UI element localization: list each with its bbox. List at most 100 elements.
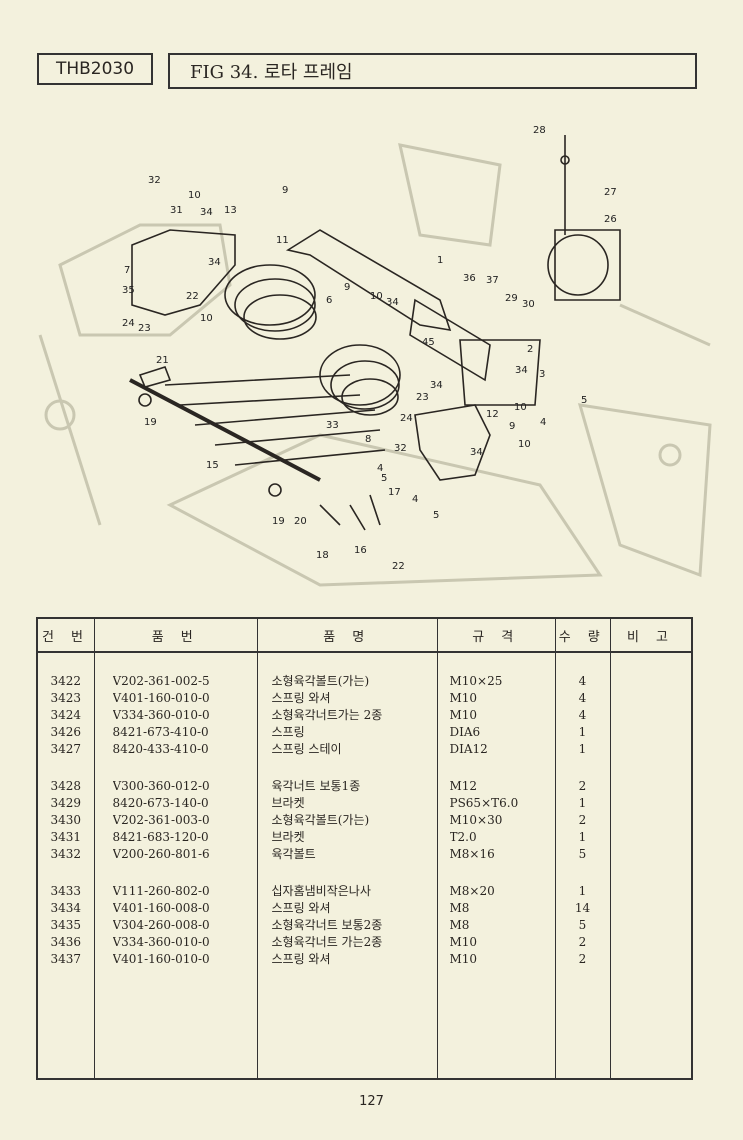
callout-1: 1: [437, 255, 443, 266]
cell-part: V401-160-010-0: [112, 952, 210, 966]
callout-7: 7: [124, 265, 130, 276]
cell-part: V401-160-010-0: [112, 691, 210, 705]
callout-4: 4: [377, 463, 383, 474]
callout-34: 34: [515, 365, 528, 376]
cell-part: V202-361-003-0: [112, 813, 210, 827]
cell-qty: 4: [578, 691, 587, 705]
callout-8: 8: [365, 434, 371, 445]
cell-spec: M10×30: [449, 813, 503, 827]
header-part-no: 품 번: [94, 619, 258, 653]
cell-part: V111-260-802-0: [112, 884, 210, 898]
model-code: THB2030: [55, 59, 135, 79]
cell-qty: 1: [578, 742, 587, 756]
spring-coil-left-1: [224, 264, 316, 326]
cell-qty: 1: [578, 884, 587, 898]
figure-title-box: FIG 34. 로타 프레임: [168, 53, 697, 89]
cell-spec: T2.0: [449, 830, 477, 844]
callout-32: 32: [394, 443, 407, 454]
callout-34: 34: [208, 257, 221, 268]
cell-part: V304-260-008-0: [112, 918, 210, 932]
cell-name: 스프링 와셔: [271, 691, 331, 705]
callout-34: 34: [200, 207, 213, 218]
cell-spec: M10: [449, 935, 478, 949]
header-qty: 수 량: [555, 619, 611, 653]
cell-no: 3429: [50, 796, 82, 810]
cell-no: 3433: [50, 884, 82, 898]
cell-name: 스프링 와셔: [271, 901, 331, 915]
left-side-plate: [131, 229, 236, 316]
cell-name: 스프링: [271, 725, 305, 739]
cell-spec: M8: [449, 901, 470, 915]
callout-15: 15: [206, 460, 219, 471]
callout-27: 27: [604, 187, 617, 198]
callout-22: 22: [392, 561, 405, 572]
cell-qty: 2: [578, 813, 587, 827]
washer-19: [268, 483, 282, 497]
cell-no: 3426: [50, 725, 82, 739]
center-frame-bar: [409, 298, 491, 382]
callout-29: 29: [505, 293, 518, 304]
callout-5: 5: [581, 395, 587, 406]
callout-21: 21: [156, 355, 169, 366]
lower-brackets: [319, 494, 381, 531]
header-item-no: 건 번: [38, 619, 95, 653]
callout-11: 11: [276, 235, 289, 246]
callout-9: 9: [509, 421, 515, 432]
cell-spec: M10×25: [449, 674, 503, 688]
callout-34: 34: [386, 297, 399, 308]
callout-20: 20: [294, 516, 307, 527]
cell-name: 브라켓: [271, 796, 305, 810]
callout-13: 13: [224, 205, 237, 216]
cell-qty: 4: [578, 708, 587, 722]
right-guard-plate: [554, 229, 621, 301]
cell-spec: M8: [449, 918, 470, 932]
washer-19b: [138, 393, 152, 407]
cell-spec: M12: [449, 779, 478, 793]
cell-spec: M10: [449, 691, 478, 705]
cell-name: 소형육각볼트(가는): [271, 674, 370, 688]
cell-part: V334-360-010-0: [112, 935, 210, 949]
cell-name: 소형육각너트 보통2종: [271, 918, 383, 932]
cell-part: V202-361-002-5: [112, 674, 210, 688]
cell-qty: 14: [574, 901, 591, 915]
figure-title: FIG 34. 로타 프레임: [190, 62, 353, 83]
cell-part: 8421-683-120-0: [112, 830, 209, 844]
bracket-plate: [459, 339, 541, 406]
callout-10: 10: [514, 402, 527, 413]
cell-spec: PS65×T6.0: [449, 796, 519, 810]
callout-37: 37: [486, 275, 499, 286]
cell-name: 육각너트 보통1종: [271, 779, 361, 793]
cell-no: 3436: [50, 935, 82, 949]
tine-rods: [164, 374, 386, 466]
cell-no: 3424: [50, 708, 82, 722]
spring-coil-center-1: [319, 344, 401, 406]
callout-6: 6: [326, 295, 332, 306]
cell-qty: 2: [578, 779, 587, 793]
callout-34: 34: [470, 447, 483, 458]
callout-36: 36: [463, 273, 476, 284]
cell-spec: DIA6: [449, 725, 481, 739]
cell-name: 브라켓: [271, 830, 305, 844]
callout-24: 24: [122, 318, 135, 329]
cell-name: 소형육각볼트(가는): [271, 813, 370, 827]
cell-part: 8421-673-410-0: [112, 725, 209, 739]
callout-10: 10: [188, 190, 201, 201]
cell-spec: M8×20: [449, 884, 495, 898]
callout-28: 28: [533, 125, 546, 136]
cell-part: 8420-433-410-0: [112, 742, 209, 756]
header-note: 비 고: [610, 619, 691, 653]
callout-16: 16: [354, 545, 367, 556]
callout-17: 17: [388, 487, 401, 498]
callout-10: 10: [370, 291, 383, 302]
callout-35: 35: [122, 285, 135, 296]
cell-qty: 1: [578, 725, 587, 739]
cell-qty: 4: [578, 674, 587, 688]
cell-no: 3437: [50, 952, 82, 966]
